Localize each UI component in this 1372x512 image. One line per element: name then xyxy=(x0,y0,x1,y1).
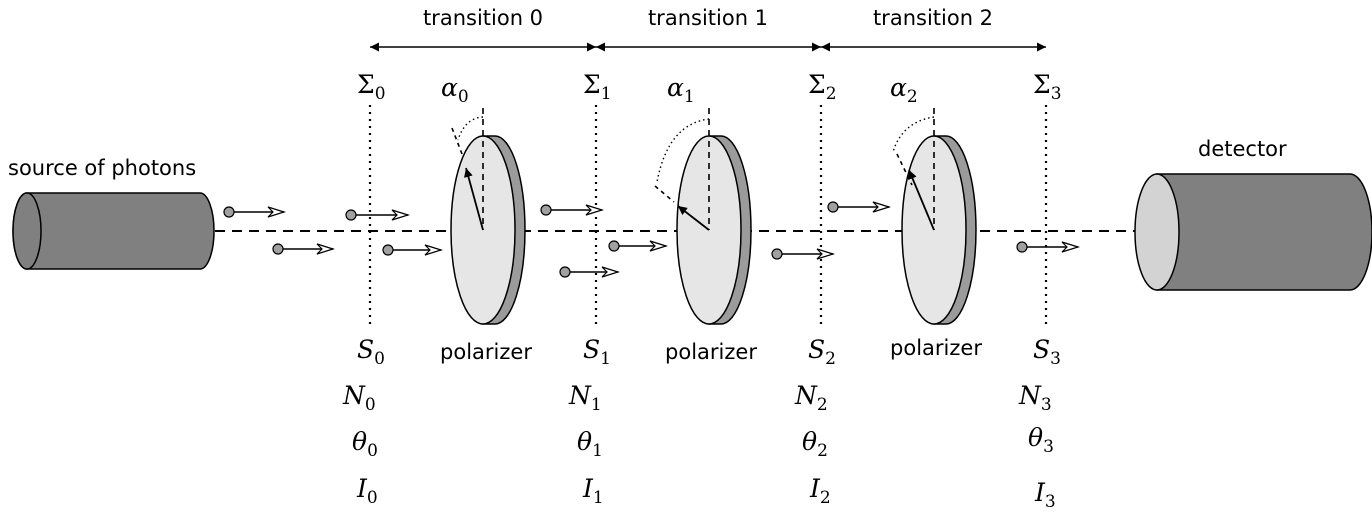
photon xyxy=(382,244,444,256)
sigma-labels: Σ0 Σ1 Σ2 Σ3 xyxy=(357,70,1062,104)
alpha-2-label: α2 xyxy=(890,73,918,107)
source-body xyxy=(12,192,215,270)
sigma-1-label: Σ1 xyxy=(583,70,612,104)
plane-0-quantities: S0 N0 θ0 I0 xyxy=(342,335,385,508)
transition-1-label: transition 1 xyxy=(648,6,768,30)
s-3-label: S3 xyxy=(1033,335,1061,369)
plane-2-quantities: S2 N2 θ2 I2 xyxy=(794,335,836,508)
alpha-0-label: α0 xyxy=(441,73,469,107)
theta-3-label: θ3 xyxy=(1028,423,1054,457)
alpha-1-label: α1 xyxy=(667,73,695,107)
theta-2-label: θ2 xyxy=(802,427,828,461)
polarizer-2-axis-tick xyxy=(896,153,913,186)
i-0-label: I0 xyxy=(356,474,378,508)
sigma-2-label: Σ2 xyxy=(808,70,837,104)
source-label: source of photons xyxy=(8,156,196,180)
transition-spans: transition 0 transition 1 transition 2 xyxy=(370,6,1046,52)
i-3-label: I3 xyxy=(1034,478,1056,512)
detector-body xyxy=(1156,173,1372,291)
n-2-label: N2 xyxy=(794,381,828,415)
polarizer-1-angle-arc xyxy=(656,118,710,183)
sigma-0-label: Σ0 xyxy=(357,70,386,104)
polarizer-1-label: polarizer xyxy=(665,340,757,364)
polarizer-1-axis-tick xyxy=(654,185,675,203)
i-2-label: I2 xyxy=(809,474,831,508)
source-back-face xyxy=(12,192,42,270)
photon-source: source of photons xyxy=(8,156,215,270)
polarizer-0-polarization-arrow xyxy=(464,167,484,231)
plane-3-quantities: S3 N3 θ3 I3 xyxy=(1018,335,1061,512)
polarizer-2-label: polarizer xyxy=(890,336,982,360)
photon xyxy=(345,209,411,221)
detector-label: detector xyxy=(1198,137,1287,161)
polarizer-0-angle-arc xyxy=(457,116,484,141)
polarizer-0-label: polarizer xyxy=(440,340,532,364)
transition-2-label: transition 2 xyxy=(873,6,993,30)
transition-0-label: transition 0 xyxy=(423,6,543,30)
photon xyxy=(827,201,892,213)
s-1-label: S1 xyxy=(583,335,611,369)
sigma-3-label: Σ3 xyxy=(1033,70,1062,104)
polarizer-0-axis-tick xyxy=(451,127,463,155)
detector-face xyxy=(1134,173,1180,291)
polarizer-labels: polarizer polarizer polarizer xyxy=(440,336,982,364)
measurement-planes xyxy=(368,105,1048,325)
polarizer-2-polarization-arrow xyxy=(908,169,935,231)
photon xyxy=(771,248,836,260)
photon xyxy=(223,206,287,218)
photons xyxy=(223,201,1081,278)
polarizer-0 xyxy=(450,108,526,325)
alpha-labels: α0 α1 α2 xyxy=(441,73,918,107)
n-1-label: N1 xyxy=(568,381,602,415)
plane-1-quantities: S1 N1 θ1 I1 xyxy=(568,335,611,508)
detector: detector xyxy=(1134,137,1372,291)
polarizer-1-polarization-arrow xyxy=(677,205,710,231)
polarizer-2 xyxy=(892,108,977,325)
n-0-label: N0 xyxy=(342,381,376,415)
photon xyxy=(272,243,336,255)
polarizer-1 xyxy=(654,108,752,325)
photon xyxy=(608,240,669,252)
s-2-label: S2 xyxy=(808,335,836,369)
theta-1-label: θ1 xyxy=(577,427,603,461)
photon xyxy=(559,266,621,278)
photon xyxy=(540,204,605,216)
polarizer-2-angle-arc xyxy=(892,116,935,153)
theta-0-label: θ0 xyxy=(352,427,378,461)
i-1-label: I1 xyxy=(582,474,604,508)
n-3-label: N3 xyxy=(1018,381,1052,415)
s-0-label: S0 xyxy=(357,335,385,369)
photon xyxy=(1016,241,1081,253)
